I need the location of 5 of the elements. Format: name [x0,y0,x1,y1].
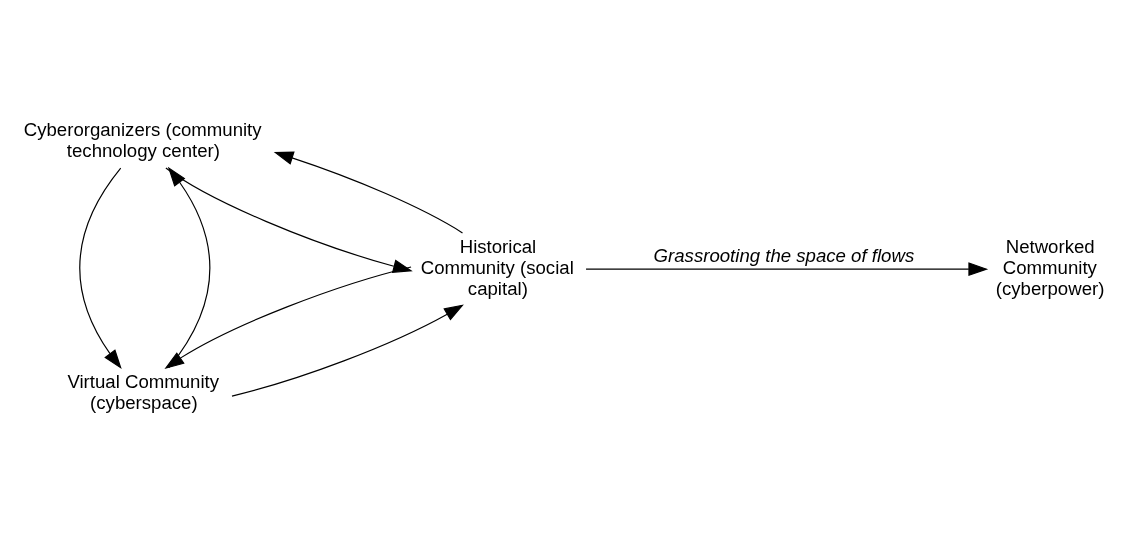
edge-label: Grassrooting the space of flows [653,244,915,266]
node-text: Networked Community (cyberpower) [995,235,1105,299]
node-text: Virtual Community (cyberspace) [67,370,220,413]
node-text: Historical Community (social capital) [420,235,574,299]
node-text: Cyberorganizers (community technology center) [23,119,262,162]
